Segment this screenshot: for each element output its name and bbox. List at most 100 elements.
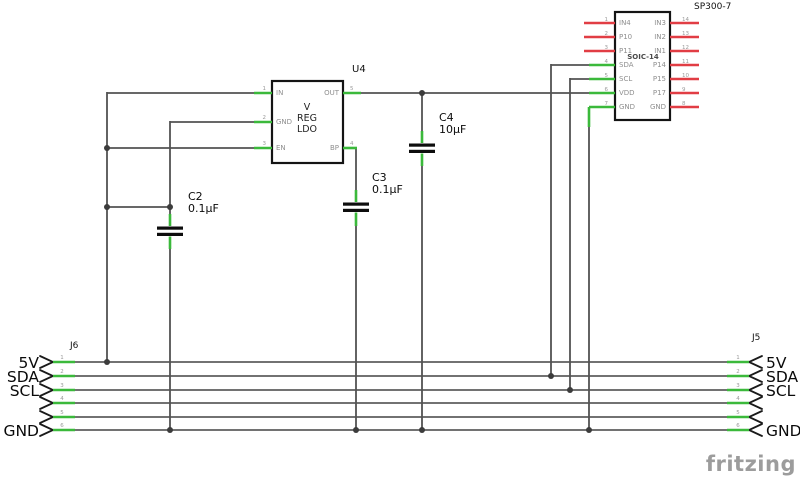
- capacitor-c3[interactable]: C3 0.1µF: [343, 171, 403, 226]
- connector-ref: J5: [751, 333, 760, 343]
- pin-label: P15: [653, 75, 666, 83]
- pin-label: P17: [653, 89, 666, 97]
- pin-number: 3: [60, 383, 64, 389]
- junction-dot: [167, 204, 173, 210]
- junction-dot: [419, 90, 425, 96]
- j5-pin-1[interactable]: 1 5V: [727, 354, 787, 372]
- pin-label: IN3: [654, 19, 666, 27]
- pin-label: IN2: [654, 33, 666, 41]
- j5-pin-2[interactable]: 2 SDA: [727, 368, 799, 386]
- pin-label: SCL: [619, 75, 632, 83]
- connector-j6[interactable]: J6 1 5V 2 SDA 3 SCL 4 5: [3, 341, 78, 440]
- j5-pin-6[interactable]: 6 GND: [727, 422, 800, 440]
- connector-j5[interactable]: J5 1 5V 2 SDA 3 SCL 4 5: [727, 333, 800, 440]
- cap-plate: [409, 149, 435, 153]
- pin-number: 9: [682, 87, 686, 93]
- j6-pin-4[interactable]: 4: [39, 396, 75, 410]
- bus-label-gnd: GND: [766, 422, 800, 440]
- pin-label: GND: [276, 118, 292, 126]
- junction-dot: [419, 427, 425, 433]
- cap-value: 0.1µF: [188, 202, 219, 215]
- bus-label-5v: 5V: [766, 354, 787, 372]
- junction-dot: [353, 427, 359, 433]
- pin-number: 4: [736, 396, 740, 402]
- bus-label-gnd: GND: [3, 422, 39, 440]
- j5-pin-4[interactable]: 4: [727, 396, 763, 410]
- pin-label: P10: [619, 33, 632, 41]
- pin-label: SDA: [619, 61, 634, 69]
- cap-ref: C2: [188, 190, 203, 203]
- pin-label: IN1: [654, 47, 666, 55]
- pin-number: 6: [60, 423, 64, 429]
- pin-number: 5: [60, 410, 64, 416]
- cap-plate: [157, 232, 183, 236]
- soic-body-label: SOIC-14: [627, 53, 659, 61]
- voltage-regulator-u4[interactable]: U4 V REG LDO IN GND EN OUT BP 1 2 3 5 4: [254, 64, 366, 165]
- bus-label-sda: SDA: [7, 368, 40, 386]
- pin-number: 10: [682, 73, 689, 79]
- cap-value: 0.1µF: [372, 183, 403, 196]
- pin-label: OUT: [324, 89, 340, 97]
- pin-number: 6: [605, 87, 609, 93]
- pin-number: 7: [605, 101, 609, 107]
- cap-plate: [343, 202, 369, 206]
- junction-dot: [548, 373, 554, 379]
- pin-number: 8: [682, 101, 686, 107]
- soic14-chip[interactable]: SP300-7 SOIC-14 IN4 P10 P11 SDA SCL VDD …: [584, 2, 731, 122]
- pin-number: 2: [605, 31, 609, 37]
- cap-value: 10µF: [439, 123, 466, 136]
- pin-number: 4: [350, 141, 354, 147]
- cap-plate: [157, 226, 183, 230]
- junction-dot: [104, 204, 110, 210]
- pin-number: 5: [605, 73, 609, 79]
- capacitor-c4[interactable]: C4 10µF: [409, 111, 466, 166]
- pin-number: 1: [263, 86, 267, 92]
- capacitor-c2[interactable]: C2 0.1µF: [157, 190, 219, 249]
- pin-number: 1: [736, 355, 740, 361]
- pin-label: GND: [619, 103, 635, 111]
- j6-pin-3[interactable]: 3 SCL: [10, 382, 75, 400]
- pin-number: 11: [682, 59, 689, 65]
- pin-label: IN4: [619, 19, 631, 27]
- junction-dot: [167, 427, 173, 433]
- pin-number: 4: [605, 59, 609, 65]
- pin-number: 2: [60, 369, 64, 375]
- pin-label: BP: [330, 144, 339, 152]
- cap-plate: [343, 208, 369, 212]
- j6-pin-2[interactable]: 2 SDA: [7, 368, 75, 386]
- cap-ref: C3: [372, 171, 387, 184]
- pin-number: 3: [736, 383, 740, 389]
- junction-dot: [104, 145, 110, 151]
- pin-number: 3: [605, 45, 609, 51]
- pin-number: 1: [60, 355, 64, 361]
- output-wires[interactable]: [355, 64, 591, 430]
- bus-label-5v: 5V: [19, 354, 40, 372]
- junction-dot: [586, 427, 592, 433]
- bus-wires[interactable]: [75, 361, 727, 431]
- cap-plate: [409, 143, 435, 147]
- bus-label-scl: SCL: [766, 382, 796, 400]
- pin-label: GND: [650, 103, 666, 111]
- bus-label-sda: SDA: [766, 368, 799, 386]
- pin-label: VDD: [619, 89, 635, 97]
- pin-number: 1: [605, 17, 609, 23]
- pin-number: 6: [736, 423, 740, 429]
- pin-number: 4: [60, 396, 64, 402]
- pin-number: 13: [682, 31, 689, 37]
- pin-number: 3: [263, 141, 267, 147]
- j5-pin-3[interactable]: 3 SCL: [727, 382, 796, 400]
- pin-number: 14: [682, 17, 689, 23]
- j6-pin-5[interactable]: 5: [39, 410, 75, 424]
- pin-number: 5: [350, 86, 354, 92]
- bus-label-scl: SCL: [10, 382, 40, 400]
- j6-pin-6[interactable]: 6 GND: [3, 422, 75, 440]
- regulator-body[interactable]: [270, 79, 345, 165]
- regulator-wires[interactable]: [106, 92, 254, 430]
- j6-pin-1[interactable]: 1 5V: [19, 354, 75, 372]
- pin-number: 5: [736, 410, 740, 416]
- pin-label: EN: [276, 144, 286, 152]
- regulator-body-line3: LDO: [297, 124, 317, 135]
- fritzing-logo: fritzing: [706, 452, 796, 476]
- j5-pin-5[interactable]: 5: [727, 410, 763, 424]
